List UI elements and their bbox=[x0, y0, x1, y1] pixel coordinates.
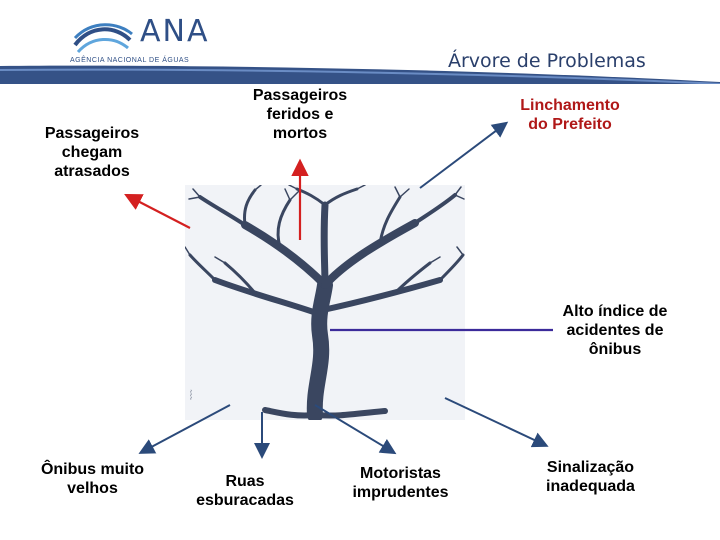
svg-text:~~~: ~~~ bbox=[189, 389, 195, 400]
cause-label-potholed-streets: Ruas esburacadas bbox=[196, 473, 294, 509]
logo-text: ANA bbox=[140, 14, 210, 49]
ana-logo-icon bbox=[73, 23, 133, 54]
header-band bbox=[0, 65, 720, 84]
page-title: Árvore de Problemas bbox=[448, 50, 646, 72]
cause-label-inadequate-signage: Sinalização inadequada bbox=[546, 459, 635, 495]
logo-subtitle: AGÊNCIA NACIONAL DE ÁGUAS bbox=[70, 57, 190, 64]
cause-label-old-buses: Ônibus muito velhos bbox=[40, 461, 145, 497]
effect-arrow-1 bbox=[124, 193, 191, 229]
effect-label-mayor-lynching: Linchamento do Prefeito bbox=[520, 97, 620, 133]
tree-icon: ~~~ bbox=[185, 185, 465, 420]
central-problem-label: Alto índice de acidentes de ônibus bbox=[562, 303, 668, 358]
cause-label-reckless-drivers: Motoristas imprudentes bbox=[352, 465, 449, 501]
effect-label-injured-passengers: Passageiros feridos e mortos bbox=[252, 87, 348, 142]
effect-arrow-3 bbox=[419, 121, 509, 189]
effect-label-late-passengers: Passageiros chegam atrasados bbox=[44, 125, 140, 180]
